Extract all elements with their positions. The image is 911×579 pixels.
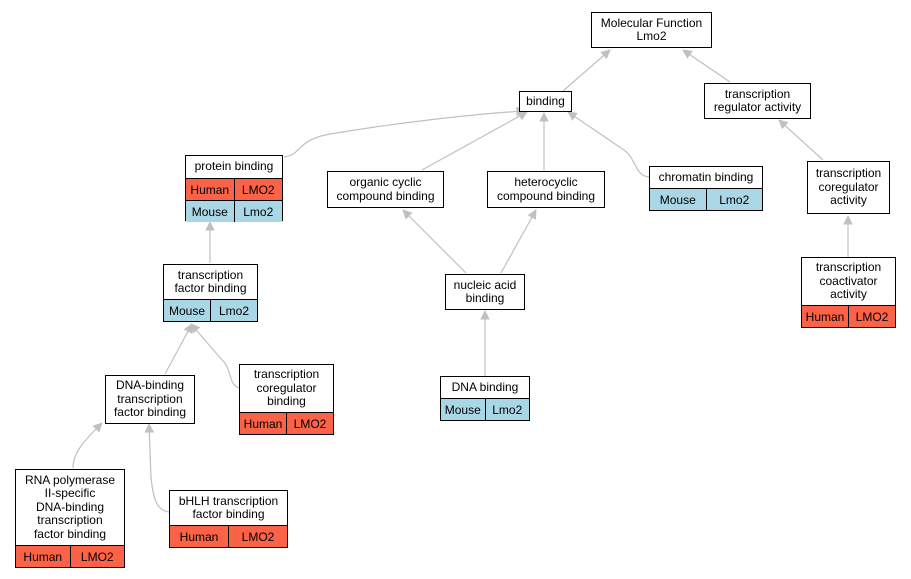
species-name: Mouse [441,399,485,420]
node-label: chromatin binding [658,169,754,184]
edge-tc-activity-to-tr-activity [778,119,824,161]
node-binding[interactable]: binding [519,91,572,112]
node-label: organic cyclic compound binding [336,175,435,203]
species-row-mouse: Mouse Lmo2 [164,299,257,321]
node-label: transcription factor binding [174,267,247,295]
edge-bhlh-to-dna-tf [144,423,170,513]
node-label: RNA polymerase II-specific DNA-binding t… [24,472,116,541]
node-label: transcription regulator activity [713,86,802,114]
species-name: Mouse [164,300,210,321]
node-transcription-regulator-activity[interactable]: transcription regulator activity [704,83,811,119]
node-organic-cyclic-compound-binding[interactable]: organic cyclic compound binding [327,171,444,208]
node-transcription-coregulator-binding[interactable]: transcription coregulator binding Human … [239,364,334,435]
node-label: heterocyclic compound binding [496,175,596,203]
node-label: transcription coregulator binding [253,367,320,409]
gene-symbol[interactable]: LMO2 [228,526,287,547]
node-dna-binding[interactable]: DNA binding Mouse Lmo2 [440,376,530,421]
species-row-human: Human LMO2 [186,178,282,200]
edge-tr-activity-to-mf [682,49,731,83]
node-dna-binding-transcription-factor-binding[interactable]: DNA-binding transcription factor binding [105,375,195,424]
species-name: Human [170,526,228,547]
edge-nucleic-to-heterocyclic [500,209,537,274]
edge-organic-to-binding [421,111,528,171]
species-row-human: Human LMO2 [802,305,895,327]
node-label: bHLH transcription factor binding [178,493,279,521]
node-chromatin-binding[interactable]: chromatin binding Mouse Lmo2 [649,166,763,211]
gene-symbol[interactable]: LMO2 [69,546,124,567]
node-label: protein binding [194,159,274,174]
edge-binding-to-mf [562,49,611,92]
species-name: Human [16,546,70,567]
node-label: DNA-binding transcription factor binding [113,378,187,420]
edge-protein-binding-to-binding [283,106,526,158]
gene-symbol[interactable]: Lmo2 [705,189,762,210]
species-row-human: Human LMO2 [170,525,287,547]
species-name: Human [802,306,848,327]
species-row-human: Human LMO2 [240,412,333,434]
gene-symbol[interactable]: Lmo2 [210,300,257,321]
node-label: nucleic acid binding [453,277,517,305]
edge-tcoreg-to-tf-binding [190,323,241,389]
gene-symbol[interactable]: Lmo2 [233,201,282,222]
species-name: Mouse [650,189,706,210]
gene-symbol[interactable]: Lmo2 [484,399,529,420]
node-label: DNA binding [451,379,519,394]
species-row-mouse: Mouse Lmo2 [650,188,762,210]
gene-symbol[interactable]: LMO2 [286,413,333,434]
node-bhlh-transcription-factor-binding[interactable]: bHLH transcription factor binding Human … [169,490,288,548]
node-protein-binding[interactable]: protein binding Human LMO2 Mouse Lmo2 [185,155,283,222]
edge-rnapol-to-dna-tf [72,422,103,469]
node-label: Molecular Function Lmo2 [600,15,703,43]
node-transcription-factor-binding[interactable]: transcription factor binding Mouse Lmo2 [163,264,258,322]
node-label: binding [526,93,565,108]
node-transcription-coactivator-activity[interactable]: transcription coactivator activity Human… [801,257,896,328]
gene-symbol[interactable]: LMO2 [233,179,282,200]
node-nucleic-acid-binding[interactable]: nucleic acid binding [445,274,525,310]
gene-symbol[interactable]: LMO2 [848,306,895,327]
species-name: Mouse [186,201,234,222]
species-name: Human [186,179,234,200]
edge-dna-tf-to-tf-binding [164,323,193,375]
node-molecular-function-lmo2[interactable]: Molecular Function Lmo2 [591,12,712,48]
edge-nucleic-to-organic [402,209,467,274]
node-transcription-coregulator-activity[interactable]: transcription coregulator activity [807,161,890,214]
node-heterocyclic-compound-binding[interactable]: heterocyclic compound binding [487,171,605,208]
node-rna-polymerase-ii-specific-binding[interactable]: RNA polymerase II-specific DNA-binding t… [15,469,125,568]
node-label: transcription coregulator activity [815,166,882,208]
species-name: Human [240,413,286,434]
species-row-human: Human LMO2 [16,545,124,567]
species-row-mouse: Mouse Lmo2 [186,200,282,222]
species-row-mouse: Mouse Lmo2 [441,398,529,420]
node-label: transcription coactivator activity [815,260,882,302]
edge-chromatin-to-binding [567,111,651,178]
